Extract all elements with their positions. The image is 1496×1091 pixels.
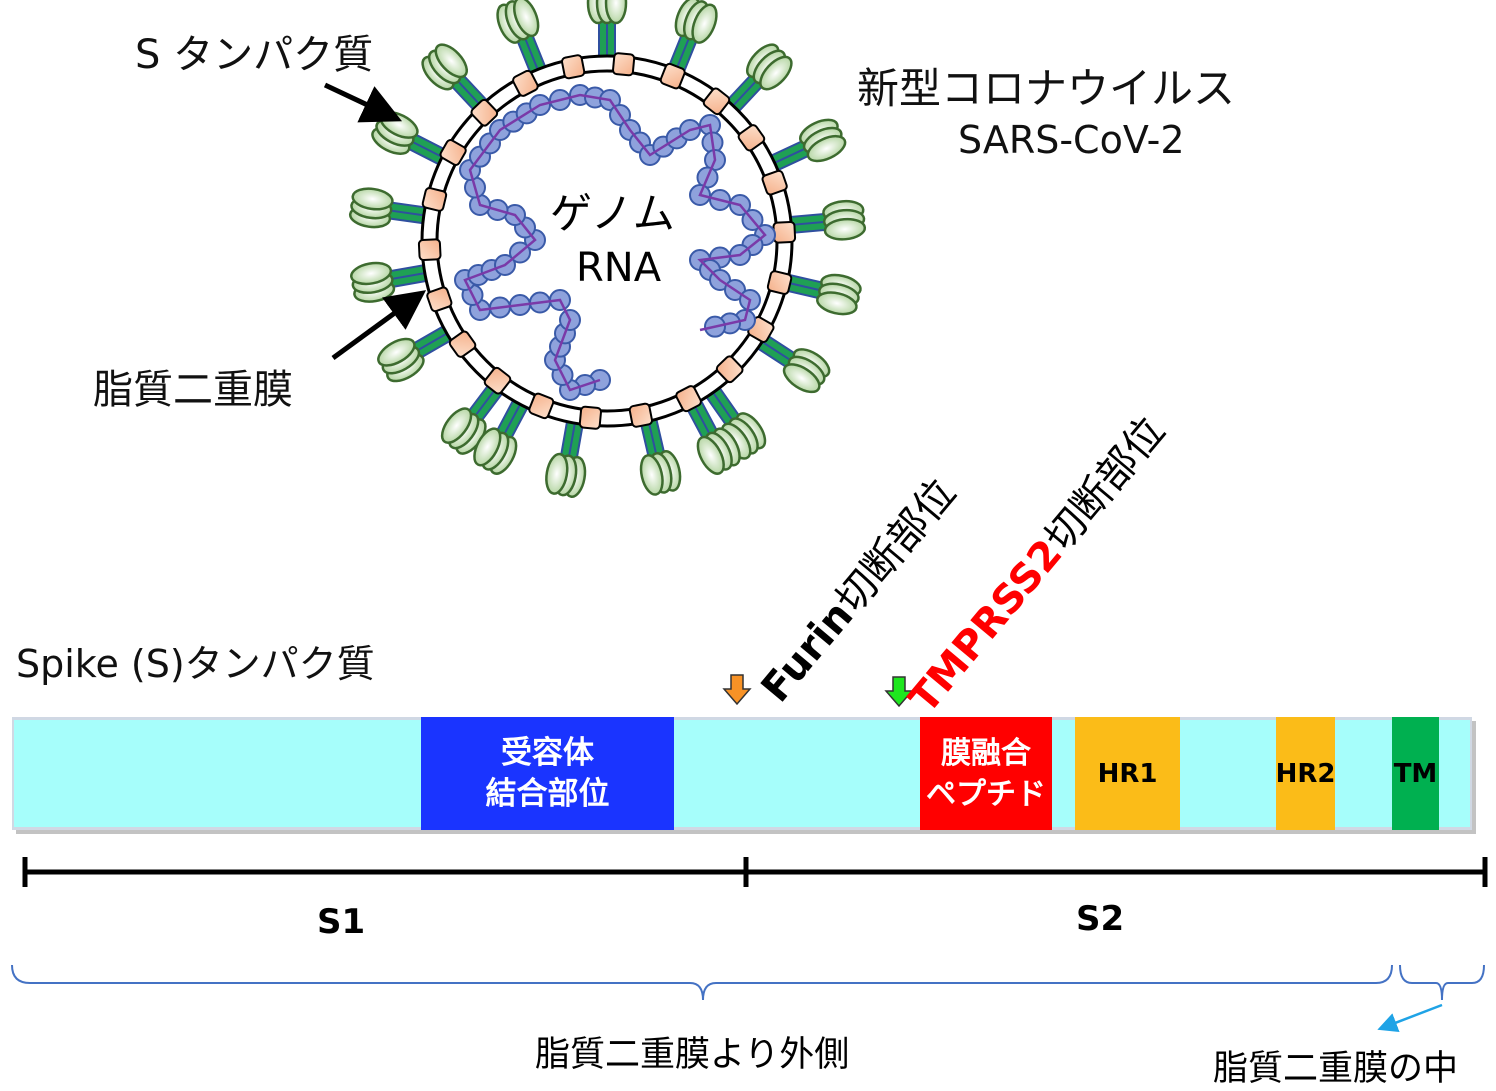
- membrane-protein-icon: [612, 52, 636, 77]
- membrane-protein-icon: [715, 355, 744, 384]
- membrane-protein-icon: [439, 139, 467, 166]
- virus-title: 新型コロナウイルス: [857, 64, 1236, 113]
- spike-icon: [637, 410, 682, 496]
- spike-protein-label: S タンパク質: [135, 32, 374, 78]
- membrane-protein-icon: [426, 286, 453, 313]
- spike-protein-title: Spike (S)タンパク質: [16, 642, 375, 686]
- membrane-protein-icon: [737, 124, 766, 152]
- outside-brace: [11, 964, 1393, 1001]
- membrane-protein-icon: [628, 402, 653, 428]
- hr1-domain: HR1: [1075, 717, 1180, 830]
- rna-label: RNA: [576, 245, 662, 291]
- membrane-protein-icon: [417, 238, 442, 262]
- membrane-protein-icon: [659, 62, 686, 90]
- rna-strand: [454, 84, 776, 401]
- membrane-protein-icon: [512, 69, 539, 97]
- membrane-protein-icon: [675, 385, 702, 413]
- membrane-proteins: [417, 52, 797, 430]
- spike-pointer-arrow: [323, 82, 403, 123]
- furin-arrow-icon: [722, 674, 752, 706]
- membrane-protein-icon: [483, 366, 512, 395]
- spike-icon: [348, 187, 434, 229]
- fusion-peptide: 膜融合 ペプチド: [920, 717, 1052, 830]
- s1-label: S1: [317, 902, 366, 942]
- membrane-protein-icon: [561, 54, 586, 80]
- virus-subtitle: SARS-CoV-2: [958, 118, 1185, 162]
- membrane-protein-icon: [528, 392, 555, 420]
- fp-line1: 膜融合: [941, 735, 1031, 771]
- tm-domain: TM: [1392, 717, 1439, 830]
- membrane-protein-icon: [766, 270, 793, 295]
- hr2-domain: HR2: [1276, 717, 1335, 830]
- membrane-protein-icon: [470, 98, 499, 127]
- inside-brace: [1399, 964, 1485, 1001]
- spike-icon: [545, 412, 587, 498]
- inside-pointer-arrow: [1377, 1003, 1443, 1032]
- fp-line2: ペプチド: [926, 776, 1046, 812]
- membrane-protein-icon: [761, 169, 788, 196]
- membrane-pointer-arrow: [331, 290, 427, 361]
- outside-membrane-label: 脂質二重膜より外側: [535, 1035, 850, 1075]
- membrane-protein-icon: [772, 220, 797, 244]
- spike-icon: [781, 199, 867, 241]
- s2-label: S2: [1076, 899, 1125, 939]
- membrane-protein-icon: [421, 187, 448, 212]
- inside-membrane-label: 脂質二重膜の中: [1213, 1049, 1459, 1089]
- genome-label: ゲノム: [550, 189, 675, 238]
- membrane-protein-icon: [448, 330, 477, 358]
- membrane-label: 脂質二重膜: [93, 367, 293, 413]
- membrane-protein-icon: [702, 87, 731, 116]
- spike-icon: [586, 0, 628, 65]
- rbd-line1: 受容体: [501, 734, 594, 771]
- spike-protein-bar: [14, 720, 1470, 827]
- rbd-line2: 結合部位: [485, 775, 610, 812]
- receptor-binding-domain: 受容体 結合部位: [421, 717, 674, 830]
- membrane-protein-icon: [578, 405, 602, 430]
- tmprss2-arrow-icon: [884, 676, 914, 708]
